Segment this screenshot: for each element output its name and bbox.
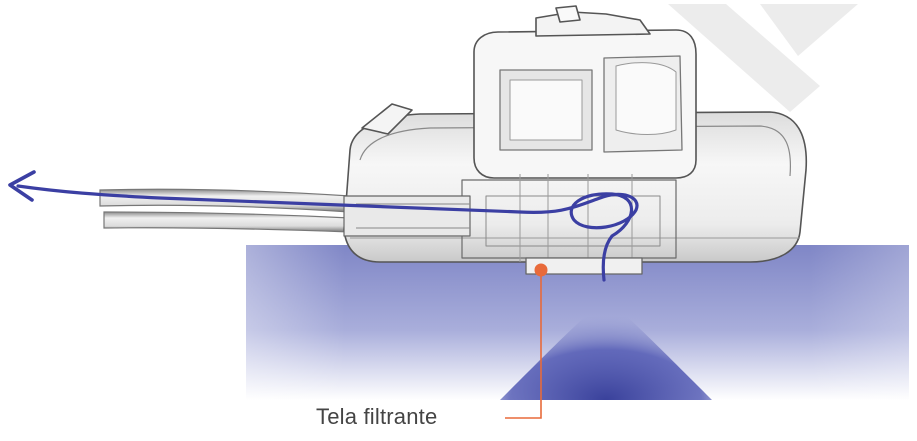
filter-screen-label: Tela filtrante [316,404,438,429]
airflow-path [16,184,639,282]
airflow-plume [500,288,712,400]
callout-dot [534,263,548,277]
watermark-chevrons [668,4,858,112]
airflow-arrow-head [8,170,36,202]
filter-callout [505,263,548,419]
